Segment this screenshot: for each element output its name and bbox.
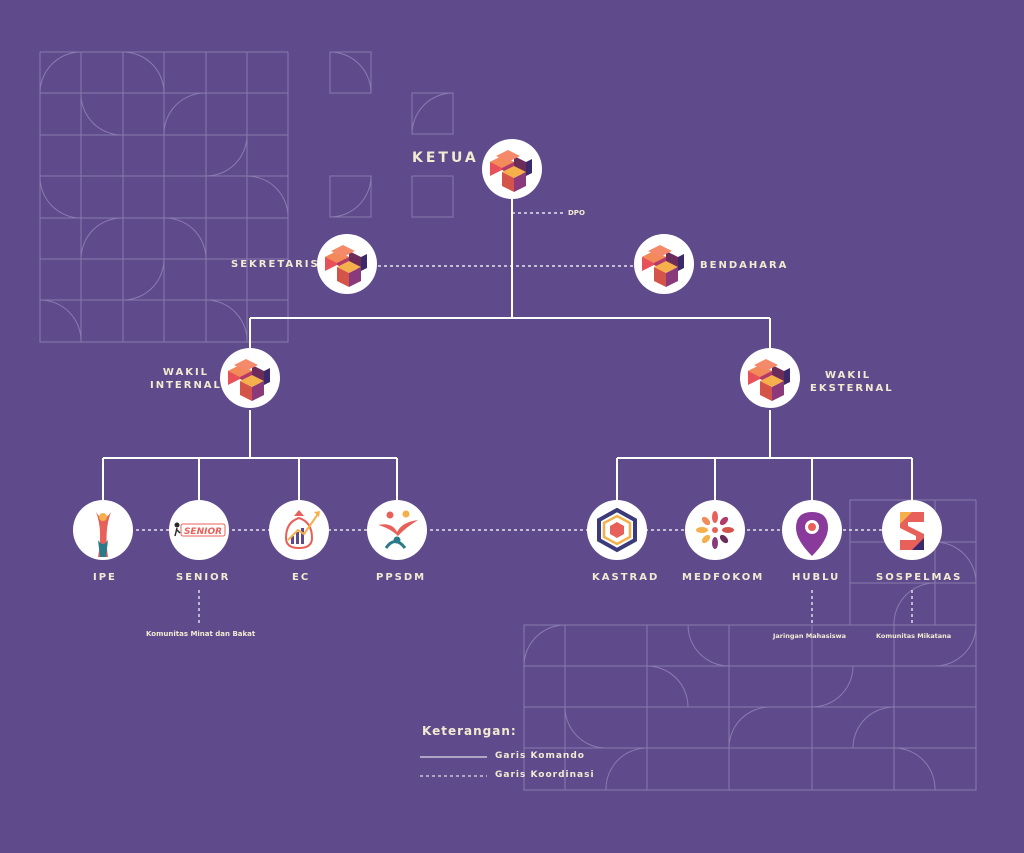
label-sospelmas: SOSPELMAS: [876, 572, 963, 583]
senior-logo-text: SENIOR: [184, 527, 222, 537]
label-medfokom: MEDFOKOM: [682, 572, 765, 583]
note-senior: Komunitas Minat dan Bakat: [146, 630, 256, 638]
senior-logo-icon: SENIOR: [174, 522, 226, 537]
node-bendahara: [634, 234, 694, 294]
label-bendahara: BENDAHARA: [700, 260, 789, 271]
label-ketua: KETUA: [412, 150, 479, 166]
node-sospelmas: [882, 500, 942, 560]
legend-dashed-label: Garis Koordinasi: [495, 770, 595, 780]
label-dpo: DPO: [568, 209, 585, 217]
coordination-lines: [130, 212, 913, 626]
label-senior: SENIOR: [176, 572, 231, 583]
sospelmas-logo-icon: [900, 512, 924, 550]
ipe-logo-icon: [96, 512, 111, 557]
node-medfokom: [685, 500, 745, 560]
background-pattern: [39, 51, 454, 343]
node-sekretaris: [317, 234, 377, 294]
legend-solid-label: Garis Komando: [495, 751, 585, 761]
note-sospelmas: Komunitas Mikatana: [876, 632, 952, 640]
legend-lines: [420, 756, 487, 777]
node-ketua: [482, 139, 542, 199]
note-hublu: Jaringan Mahasiswa: [773, 632, 847, 640]
background-pattern-bottom: [523, 499, 977, 791]
node-ec: [269, 500, 329, 560]
label-sekretaris: SEKRETARIS: [231, 259, 320, 270]
node-hublu: [782, 500, 842, 560]
label-kastrad: KASTRAD: [592, 572, 660, 583]
node-ipe: [73, 500, 133, 560]
legend-title: Keterangan:: [422, 724, 517, 738]
ec-logo-icon: [284, 510, 320, 550]
label-hublu: HUBLU: [792, 572, 841, 583]
label-wakil-eksternal-line2: EKSTERNAL: [810, 383, 894, 394]
kastrad-logo-icon: [597, 507, 637, 553]
node-ppsdm: [367, 500, 427, 560]
label-ppsdm: PPSDM: [376, 572, 427, 583]
label-wakil-eksternal-line1: WAKIL: [825, 370, 872, 381]
label-wakil-internal-line1: WAKIL: [162, 367, 210, 378]
label-wakil-internal: WAKIL INTERNAL: [150, 366, 222, 392]
command-lines: [102, 198, 913, 500]
node-wakil-internal: [220, 348, 280, 408]
label-wakil-internal-line2: INTERNAL: [150, 380, 222, 391]
label-ec: EC: [292, 572, 311, 583]
hublu-logo-icon: [796, 512, 828, 556]
node-wakil-eksternal: [740, 348, 800, 408]
node-kastrad: [587, 500, 647, 560]
label-ipe: IPE: [93, 572, 117, 583]
node-senior: SENIOR: [169, 500, 229, 560]
medfokom-logo-icon: [696, 511, 734, 549]
label-wakil-eksternal: WAKIL EKSTERNAL: [810, 369, 894, 395]
ppsdm-logo-icon: [378, 510, 418, 549]
